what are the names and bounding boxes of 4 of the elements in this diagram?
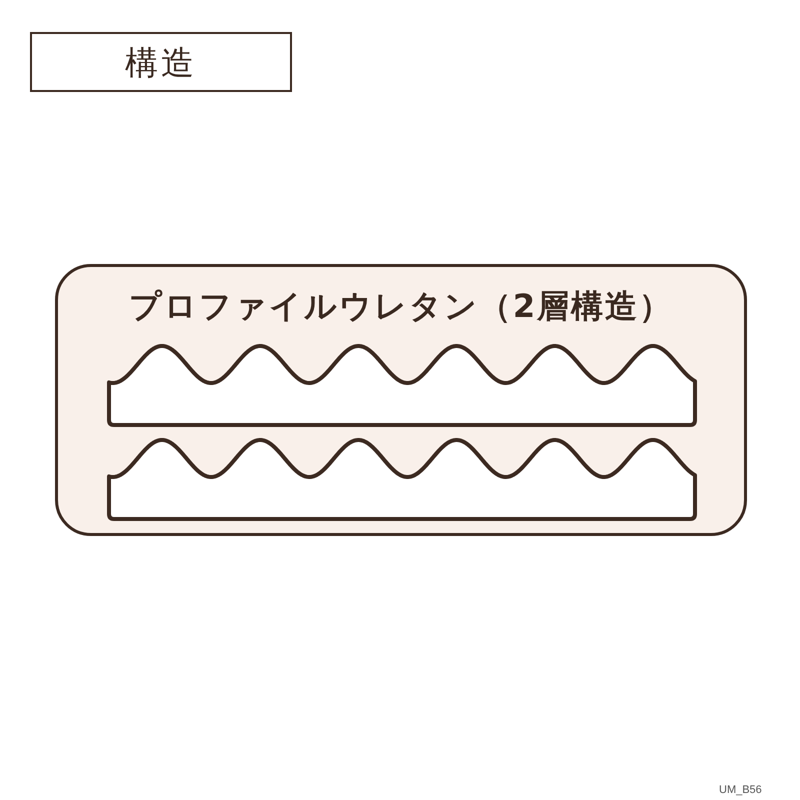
panel: [55, 264, 747, 536]
heading-box: 構造: [30, 32, 292, 92]
panel-heading: プロファイルウレタン（2層構造）: [128, 289, 674, 324]
reference-code: UM_B56: [719, 785, 762, 796]
